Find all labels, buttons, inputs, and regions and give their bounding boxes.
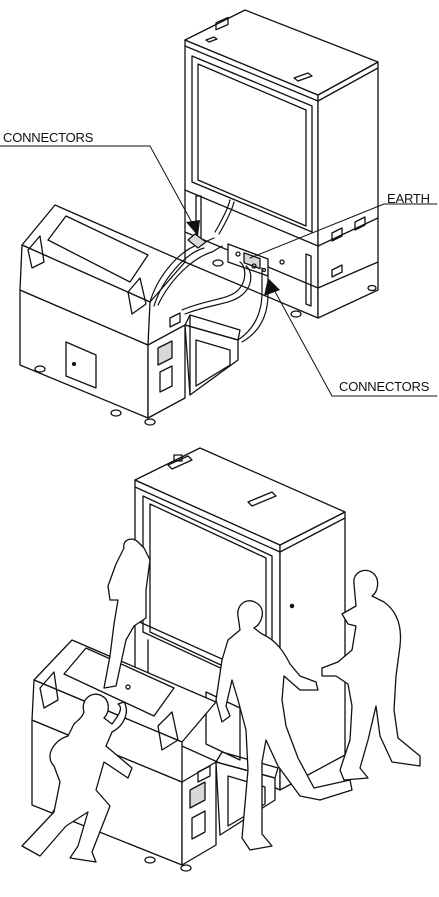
label-connectors-bottom: CONNECTORS (339, 380, 429, 393)
label-earth: EARTH (387, 192, 430, 205)
label-connectors-top: CONNECTORS (3, 131, 93, 144)
bottom-figure (22, 448, 420, 871)
top-figure (0, 10, 437, 425)
monitor-cabinet (185, 10, 378, 318)
